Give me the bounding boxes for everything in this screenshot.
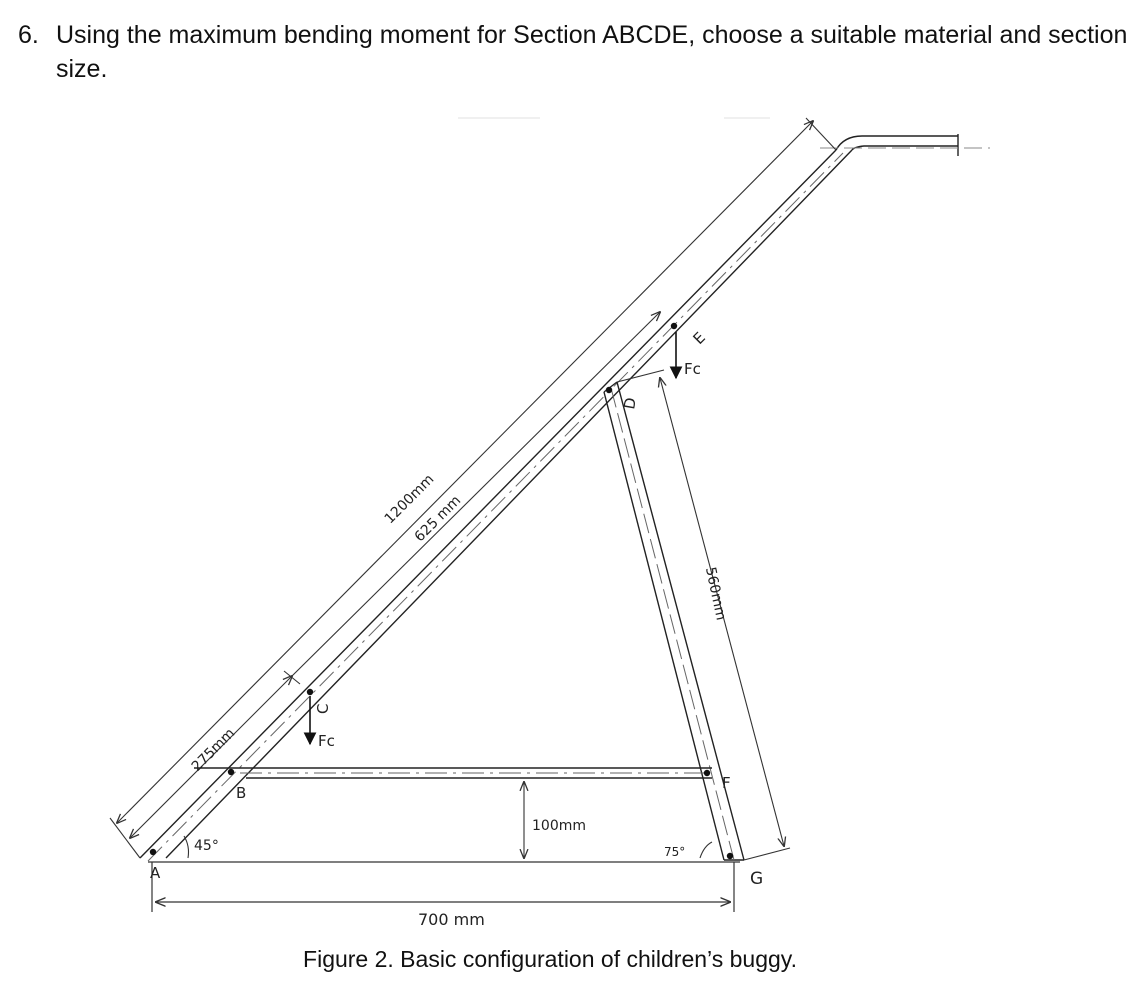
label-g: G <box>750 869 763 889</box>
point-d-dot <box>605 386 613 394</box>
dim-label-700: 700 mm <box>418 910 485 929</box>
label-force-c: Fc <box>318 732 335 750</box>
figure-caption: Figure 2. Basic configuration of childre… <box>303 946 797 972</box>
main-beam <box>139 149 853 862</box>
dim-label-560: 560mm <box>702 566 729 622</box>
crossbar <box>194 767 712 779</box>
point-g-dot <box>726 852 734 860</box>
label-f: F <box>722 774 731 792</box>
label-d: D <box>620 396 640 411</box>
dimension-625-275 <box>130 312 660 838</box>
label-a: A <box>150 864 161 882</box>
point-e-dot <box>670 322 678 330</box>
question-line-1: Using the maximum bending moment for Sec… <box>56 21 1128 49</box>
angle-label-g: 75° <box>664 845 685 859</box>
question-number: 6. <box>18 21 39 49</box>
point-b-dot <box>227 768 235 776</box>
ground-line <box>148 861 740 912</box>
question-text: 6. Using the maximum bending moment for S… <box>18 18 1128 86</box>
dim-label-100: 100mm <box>532 818 586 834</box>
point-a-dot <box>149 848 157 856</box>
label-c: C <box>314 704 332 714</box>
label-force-e: Fc <box>684 360 701 378</box>
dimension-560 <box>616 369 791 861</box>
question-line-2: size. <box>56 55 108 83</box>
handle <box>820 134 990 156</box>
point-f-dot <box>703 769 711 777</box>
forces <box>303 332 683 746</box>
angle-label-a: 45° <box>194 838 219 854</box>
angle-arcs <box>183 835 713 859</box>
point-c-dot <box>306 688 314 696</box>
label-b: B <box>236 784 246 802</box>
label-e: E <box>690 328 709 347</box>
joint-points <box>149 322 734 860</box>
